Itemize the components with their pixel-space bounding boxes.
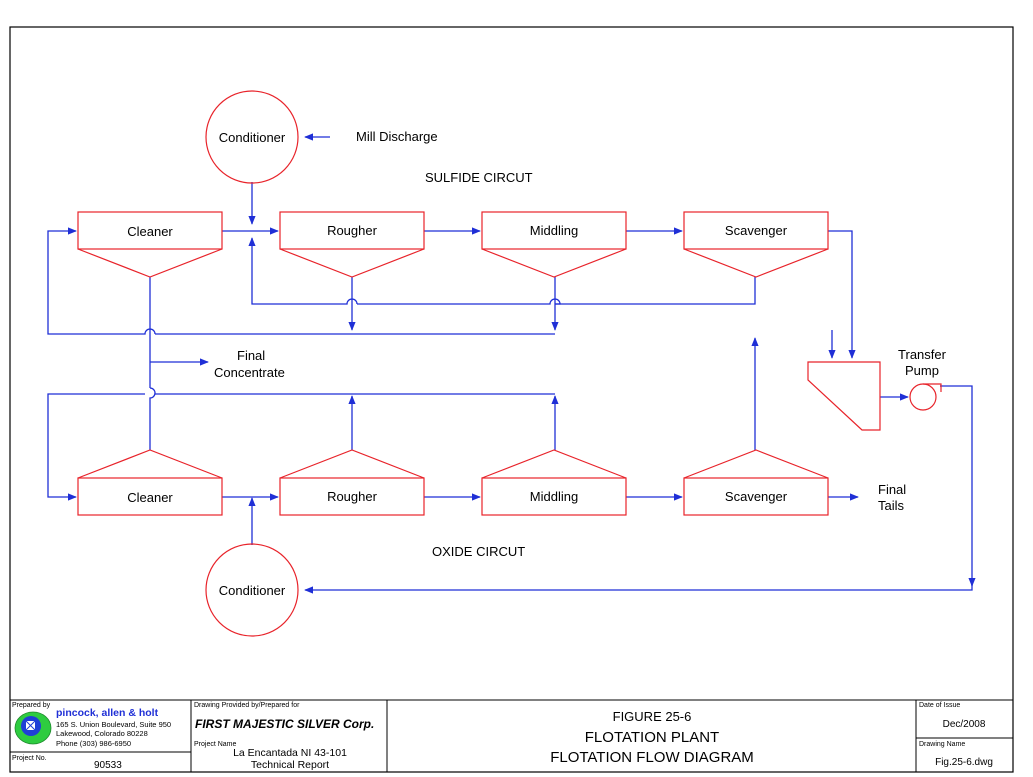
sulfide-middling-label: Middling: [530, 223, 578, 238]
final-concentrate-label-2: Concentrate: [214, 365, 285, 380]
oxide-circuit-label: OXIDE CIRCUT: [432, 544, 525, 559]
final-concentrate-label-1: Final: [237, 348, 265, 363]
figure-number: FIGURE 25-6: [613, 709, 692, 724]
conditioner-top-label: Conditioner: [219, 130, 286, 145]
project-name-2: Technical Report: [251, 759, 329, 771]
sulfide-rougher-cell: [279, 211, 425, 278]
title-block: Prepared by pincock, allen & holt 165 S.…: [10, 699, 1013, 772]
date-of-issue-value: Dec/2008: [943, 719, 986, 730]
company-logo-icon: [14, 711, 52, 745]
prepared-by-label: Prepared by: [12, 702, 51, 709]
drawing-name-label: Drawing Name: [919, 741, 965, 748]
equipment: [77, 90, 942, 637]
diagram-labels: Conditioner Mill Discharge SULFIDE CIRCU…: [127, 129, 946, 598]
oxide-middling-cell: [481, 449, 627, 516]
sulfide-scavenger-tails-line: [828, 230, 856, 359]
date-of-issue-label: Date of Issue: [919, 702, 960, 709]
sulfide-conc-to-cleaner-line: [47, 227, 156, 335]
flow-lines: [47, 133, 976, 594]
sulfide-scavenger-conc-line: [555, 277, 756, 305]
sulfide-circuit-label: SULFIDE CIRCUT: [425, 170, 533, 185]
sulfide-cleaner-label: Cleaner: [127, 224, 173, 239]
final-tails-label-2: Tails: [878, 498, 905, 513]
sulfide-scavenger-label: Scavenger: [725, 223, 788, 238]
figure-title-2: FLOTATION FLOW DIAGRAM: [550, 749, 754, 766]
company-address-2: Lakewood, Colorado 80228: [56, 729, 148, 738]
conditioner-top-shape: [205, 90, 299, 184]
transfer-pump-label-2: Pump: [905, 363, 939, 378]
conditioner-bottom-label: Conditioner: [219, 583, 286, 598]
oxide-scavenger-cell: [683, 449, 829, 516]
figure-title-1: FLOTATION PLANT: [585, 729, 719, 746]
oxide-rougher-cell: [279, 449, 425, 516]
project-name-1: La Encantada NI 43-101: [233, 747, 347, 759]
company-phone: Phone (303) 986-6950: [56, 739, 131, 748]
transfer-pump-icon: [909, 383, 942, 411]
final-tails-label-1: Final: [878, 482, 906, 497]
oxide-scavenger-label: Scavenger: [725, 489, 788, 504]
drawing-frame: [9, 26, 1014, 773]
transfer-pump-label-1: Transfer: [898, 347, 947, 362]
conditioner-bottom-shape: [205, 543, 299, 637]
project-no-label: Project No.: [12, 755, 47, 762]
sulfide-recycle-hop-1: [357, 298, 561, 305]
oxide-conc-to-cleaner-line: [47, 393, 145, 501]
oxide-cleaner-conc-line: [149, 387, 156, 450]
sulfide-scavenger-cell: [683, 211, 829, 278]
drawing-name-value: Fig.25-6.dwg: [935, 757, 993, 768]
sulfide-recycle-to-rougher-line: [248, 237, 358, 305]
pump-to-oxide-conditioner-line: [304, 385, 973, 594]
oxide-middling-label: Middling: [530, 489, 578, 504]
project-no-value: 90533: [94, 760, 122, 771]
mill-discharge-label: Mill Discharge: [356, 129, 438, 144]
company-address-1: 165 S. Union Boulevard, Suite 950: [56, 720, 171, 729]
oxide-rougher-label: Rougher: [327, 489, 378, 504]
sulfide-cleaner-cell: [77, 211, 223, 278]
project-name-label: Project Name: [194, 741, 237, 748]
sulfide-middling-cell: [481, 211, 627, 278]
sulfide-rougher-label: Rougher: [327, 223, 378, 238]
transfer-tank-shape: [807, 361, 881, 431]
company-name: pincock, allen & holt: [56, 707, 159, 719]
oxide-cleaner-cell: [77, 449, 223, 516]
oxide-cleaner-label: Cleaner: [127, 490, 173, 505]
drawing-provided-label: Drawing Provided by/Prepared for: [194, 702, 300, 709]
client-name: FIRST MAJESTIC SILVER Corp.: [195, 717, 374, 731]
